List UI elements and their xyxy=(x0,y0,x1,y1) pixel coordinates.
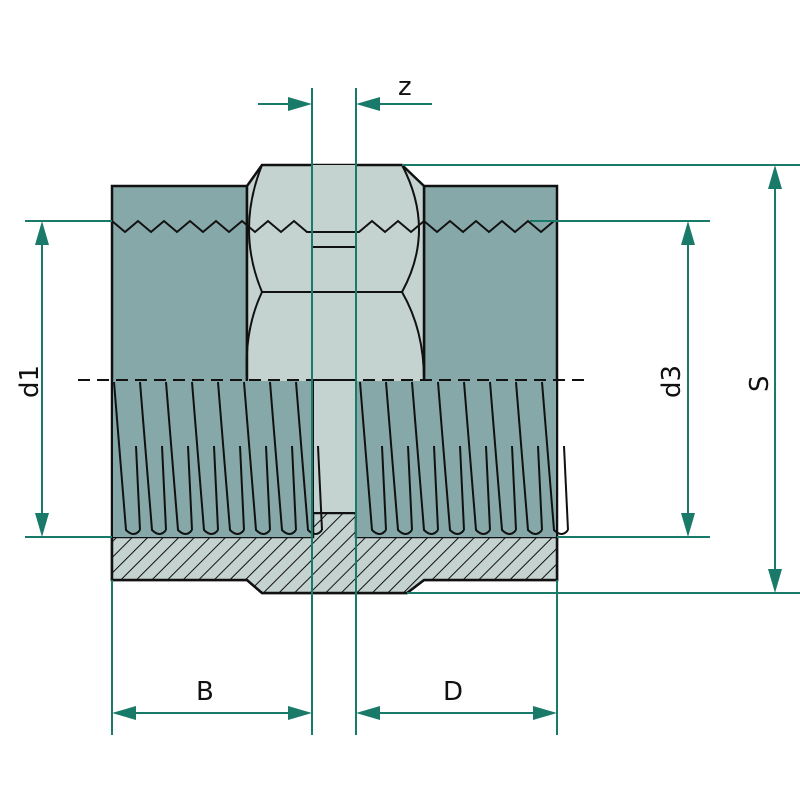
thread-line xyxy=(165,381,193,535)
thread-line xyxy=(489,381,517,535)
label-S: S xyxy=(745,375,775,392)
thread-line xyxy=(191,381,219,535)
thread-line xyxy=(485,445,491,531)
thread-line xyxy=(213,445,219,531)
thread-line xyxy=(511,445,517,531)
thread-line xyxy=(295,381,323,535)
label-d3: d3 xyxy=(657,365,687,398)
thread-line xyxy=(135,445,141,531)
thread-line xyxy=(515,381,543,535)
thread-line xyxy=(381,445,387,531)
thread-line xyxy=(139,381,167,535)
thread-line xyxy=(269,381,297,535)
thread-line xyxy=(359,381,387,535)
thread-line xyxy=(385,381,413,535)
dimension-lines xyxy=(25,88,800,735)
thread-line xyxy=(459,445,465,531)
label-d1: d1 xyxy=(15,365,45,398)
thread-line xyxy=(187,445,193,531)
thread-line xyxy=(113,381,141,535)
thread-line xyxy=(243,381,271,535)
label-B: B xyxy=(196,677,214,707)
thread-line xyxy=(317,445,323,531)
thread-line xyxy=(563,445,569,531)
thread-line xyxy=(411,381,439,535)
thread-line xyxy=(437,381,465,535)
thread-line xyxy=(161,445,167,531)
thread-zigzag xyxy=(111,219,555,234)
thread-line xyxy=(433,445,439,531)
thread-line xyxy=(537,445,543,531)
thread-line xyxy=(463,381,491,535)
thread-lines xyxy=(113,381,569,535)
label-z: z xyxy=(398,72,412,102)
slot xyxy=(311,165,357,248)
thread-line xyxy=(291,445,297,531)
thread-line xyxy=(265,445,271,531)
thread-line xyxy=(217,381,245,535)
label-D: D xyxy=(443,677,463,707)
dimension-arrows xyxy=(35,97,782,720)
thread-line xyxy=(407,445,413,531)
thread-line xyxy=(239,445,245,531)
thread-line xyxy=(541,381,569,535)
